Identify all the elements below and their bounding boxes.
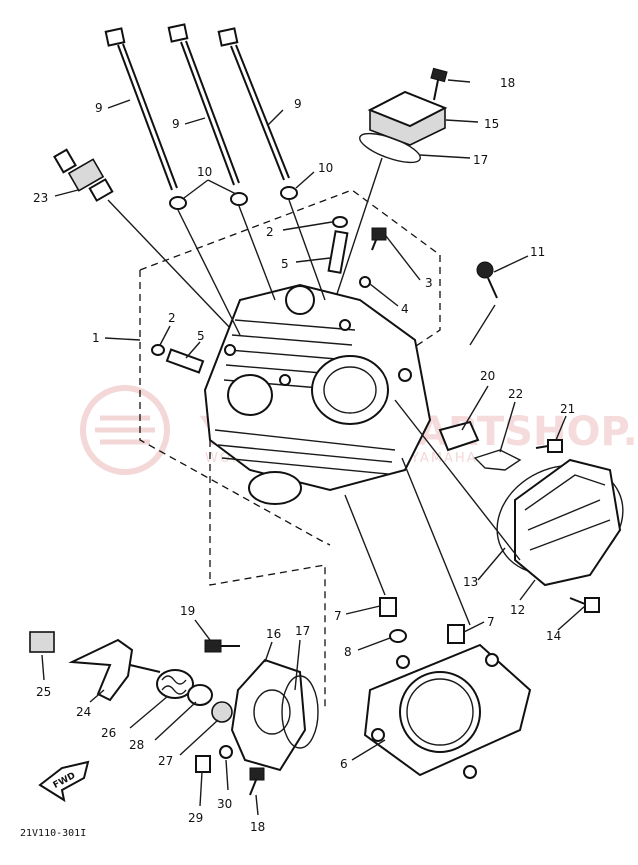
callout-c17b: 17	[295, 624, 310, 638]
bolt-14	[569, 597, 600, 613]
washer-8	[389, 629, 407, 643]
callout-c2a: 2	[266, 225, 274, 239]
callout-c24: 24	[76, 705, 91, 719]
callout-c16: 16	[266, 627, 281, 641]
bolt-19	[204, 639, 240, 653]
leader-bolt-mid	[238, 205, 276, 301]
callout-c7a: 7	[334, 609, 342, 623]
dowel-7-right	[447, 624, 465, 644]
head-gasket	[363, 643, 532, 779]
cylinder-head	[203, 283, 432, 505]
callout-c8: 8	[344, 645, 352, 659]
washer-28	[187, 684, 213, 706]
callout-c23: 23	[33, 191, 48, 205]
callout-c9b: 9	[172, 117, 180, 131]
callout-c3: 3	[425, 276, 433, 290]
callout-c5b: 5	[197, 329, 205, 343]
stud-bolt-right	[217, 27, 298, 200]
callout-c28: 28	[129, 738, 144, 752]
stud-bolt-middle	[167, 23, 248, 206]
callout-c18a: 18	[500, 76, 515, 90]
leader-cover	[394, 399, 521, 561]
lower-boundary	[209, 440, 326, 710]
leader-dowel-right	[401, 457, 471, 626]
fwd-arrow-icon: FWD	[38, 760, 90, 803]
callout-c10a: 10	[197, 165, 212, 179]
spring-26	[156, 669, 194, 699]
callout-c13: 13	[463, 575, 478, 589]
callout-c1: 1	[92, 331, 100, 345]
callout-c30: 30	[217, 797, 232, 811]
callout-c9c: 9	[294, 97, 302, 111]
callout-c17a: 17	[473, 153, 488, 167]
side-cover	[496, 458, 624, 587]
valve-guide-upper	[327, 216, 349, 274]
callout-c15: 15	[484, 117, 499, 131]
callout-c10b: 10	[318, 161, 333, 175]
callout-c9a: 9	[95, 101, 103, 115]
dowel-7-left	[379, 597, 397, 617]
cap-25	[29, 631, 55, 653]
valve-guide-left	[151, 344, 205, 374]
callout-c20: 20	[480, 369, 495, 383]
tappet-cover-top	[334, 67, 448, 301]
callout-c6: 6	[340, 757, 348, 771]
bracket-20	[438, 420, 480, 452]
spark-plug	[53, 148, 233, 331]
lever-24	[68, 638, 161, 702]
plug-29	[195, 755, 211, 773]
callout-c2b: 2	[168, 311, 176, 325]
seal-27	[211, 701, 233, 723]
bolt-3	[371, 227, 387, 251]
callout-c11: 11	[530, 245, 545, 259]
callout-c19: 19	[180, 604, 195, 618]
callout-c29: 29	[188, 811, 203, 825]
callout-c26: 26	[101, 726, 116, 740]
bolt-18-lower	[249, 767, 265, 796]
callout-c7b: 7	[487, 615, 495, 629]
leader-bolt-left	[177, 209, 241, 336]
assembly-boundary	[139, 189, 441, 546]
leader-dowel-left	[344, 494, 386, 596]
callout-c18b: 18	[250, 820, 265, 834]
washer-4	[359, 276, 371, 288]
callout-c27: 27	[158, 754, 173, 768]
part-code: 21V110-301I	[20, 828, 86, 839]
bolt-11	[469, 261, 498, 346]
callout-c22: 22	[508, 387, 523, 401]
callout-c14: 14	[546, 629, 561, 643]
plate-22	[473, 449, 522, 471]
callout-c4: 4	[401, 302, 409, 316]
stud-bolt-left	[104, 27, 187, 210]
callout-c5a: 5	[281, 257, 289, 271]
housing-16	[230, 658, 319, 772]
bolt-21	[535, 439, 563, 453]
callouts: 9 9 9 10 10 23 18 15 17 2 5 3 4 11 1 2	[33, 76, 586, 834]
callout-c25: 25	[36, 685, 51, 699]
washer-30	[219, 745, 233, 759]
leader-bolt-right	[288, 199, 326, 301]
callout-c12: 12	[510, 603, 525, 617]
callout-c21: 21	[560, 402, 575, 416]
